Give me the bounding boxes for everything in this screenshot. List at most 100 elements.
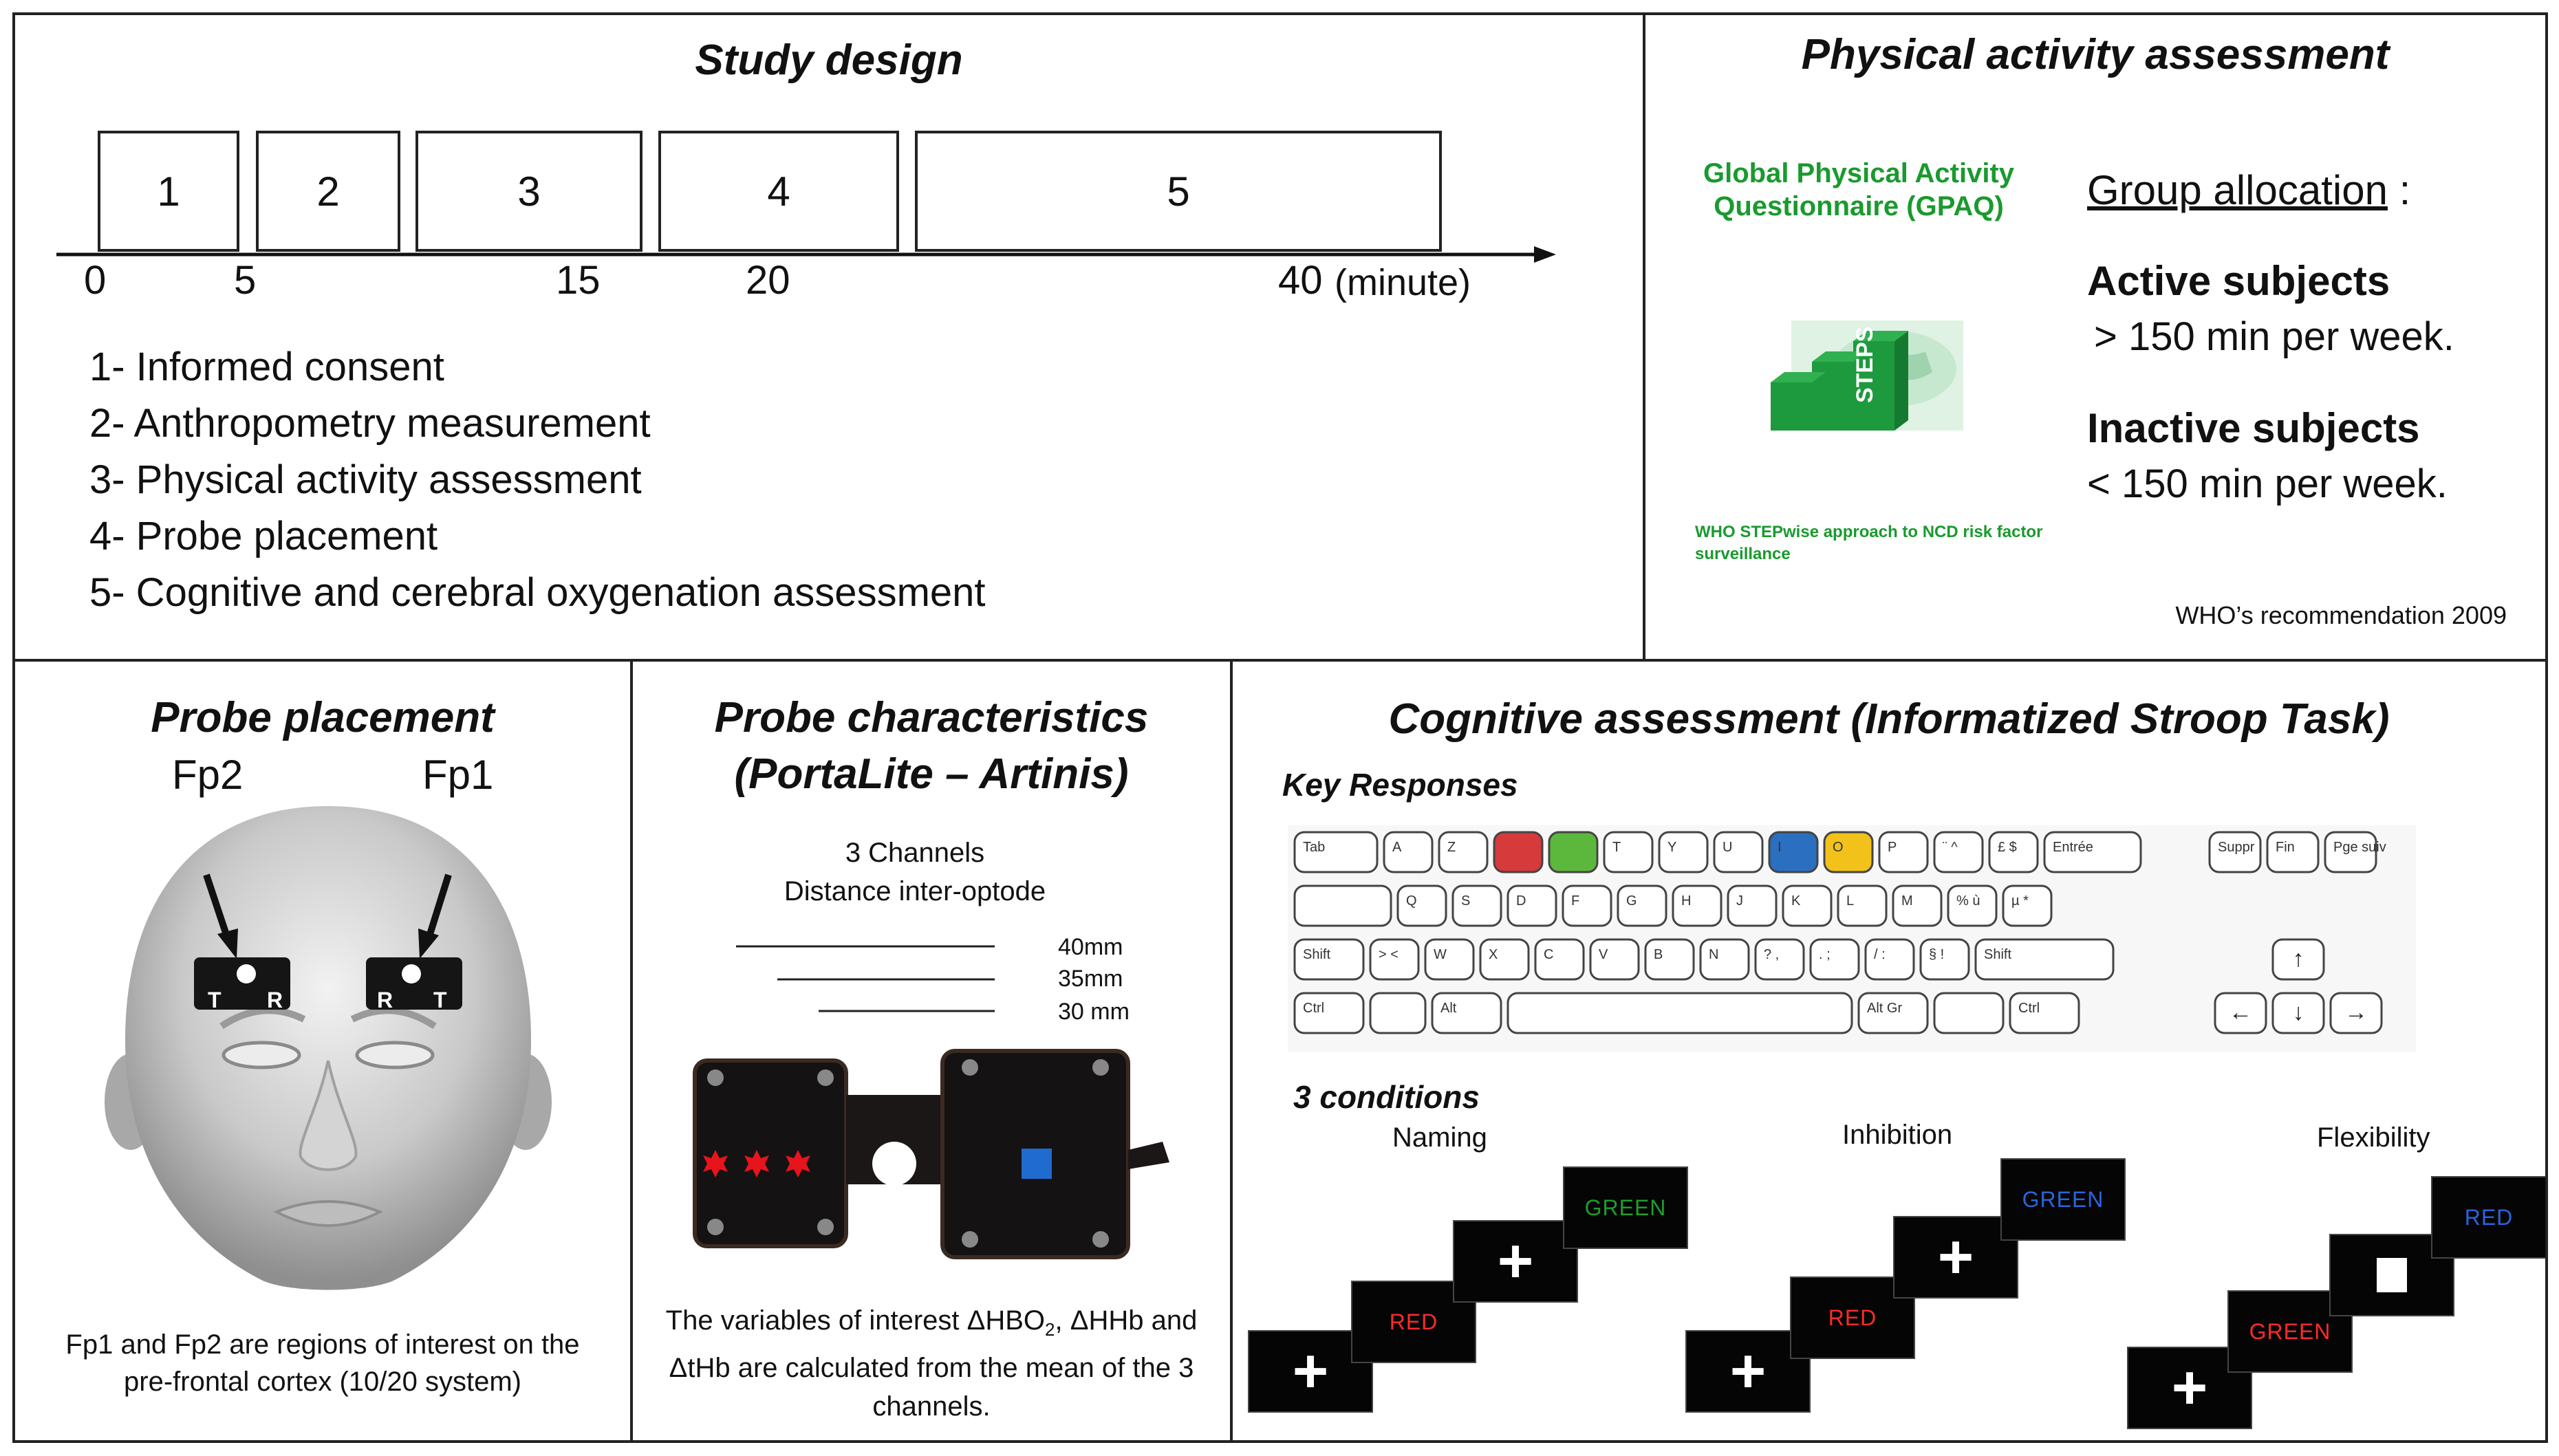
step-box-5: 5 [915,131,1442,252]
tick-40: 40 [1278,258,1323,303]
legend-item-4: 4- Probe placement [89,514,438,558]
legend-item-1: 1- Informed consent [89,345,444,389]
study-design-title: Study design [695,36,963,84]
timeline-axis [56,246,1556,263]
keyboard-key-label: £ $ [1998,840,2017,855]
keyboard-key-label: N [1709,947,1718,962]
keyboard-key-label: W [1434,947,1447,962]
keyboard-key: O [1823,831,1874,873]
distance-lines [736,945,995,1012]
keyboard-key: B [1644,938,1695,981]
keyboard-key: Suppr [2208,831,2262,873]
probe-letter-r-left: R [267,988,283,1012]
keyboard-key: A [1383,831,1434,873]
keyboard-key-label: Tab [1303,840,1325,855]
inhibition-fixation-card-2: + [1893,1216,2018,1299]
portalite-probe-image [688,1047,1169,1267]
keyboard-key: Alt [1431,992,1502,1034]
keyboard-key: S [1451,884,1502,927]
time-unit: (minute) [1335,262,1471,303]
keyboard-key: Alt Gr [1857,992,1929,1034]
probe-characteristics-panel: Probe characteristics (PortaLite – Artin… [630,659,1233,1443]
group-allocation-label: Group allocation [2087,167,2388,213]
keyboard-key-label: Suppr [2218,840,2255,855]
keyboard-key: V [1589,938,1640,981]
keyboard-key-label: P [1888,840,1897,855]
keyboard-key [1493,831,1544,873]
step-box-4: 4 [658,131,899,252]
plus-icon: + [2171,1354,2208,1422]
keyboard-key: . ; [1809,938,1860,981]
keyboard-key: > < [1369,938,1420,981]
keyboard-key-label: ¨ ^ [1943,840,1958,855]
keyboard-key: ¨ ^ [1933,831,1984,873]
keyboard-key: µ * [2002,884,2053,927]
step-box-3: 3 [415,131,643,252]
probe-placement-title: Probe placement [151,694,495,741]
condition-naming-label: Naming [1392,1122,1487,1153]
keyboard-key-label: F [1571,893,1579,909]
distance-35mm: 35mm [1058,966,1123,992]
fp1-label: Fp1 [422,752,494,798]
keyboard-key: Y [1658,831,1709,873]
legend-item-5: 5- Cognitive and cerebral oxygenation as… [89,570,986,615]
keyboard-key-label: / : [1874,947,1886,962]
who-recommendation-source: WHO’s recommendation 2009 [2175,601,2507,629]
keyboard-key [1369,992,1427,1034]
plus-icon: + [1497,1227,1534,1296]
keyboard-key: W [1424,938,1475,981]
keyboard-key [2214,992,2267,1034]
active-subjects-value: > 150 min per week. [2094,314,2454,359]
keyboard-key: Entrée [2043,831,2142,873]
tick-20: 20 [746,258,790,303]
steps-logo: STEPS [1771,320,1963,431]
keyboard-key: T [1603,831,1654,873]
plus-icon: + [1729,1337,1767,1406]
keyboard-key: L [1837,884,1888,927]
keyboard-key-label: Alt Gr [1867,1001,1902,1016]
keyboard-key-label: Shift [1303,947,1330,962]
keyboard-key-label: J [1736,893,1743,909]
keyboard-key: J [1727,884,1778,927]
step-label: 4 [767,168,790,215]
inhibition-word-card-2: GREEN [2000,1158,2126,1241]
distance-40mm: 40mm [1058,934,1123,960]
flexibility-word-card-2: RED [2431,1176,2545,1259]
keyboard-key: Q [1396,884,1447,927]
keyboard-key-label: M [1901,893,1913,909]
keyboard-key: Z [1438,831,1489,873]
distance-text: Distance inter-optode [784,876,1046,906]
keyboard-key-label: C [1544,947,1553,962]
keyboard-key-label: % ù [1956,893,1980,909]
step-box-1: 1 [98,131,239,252]
keyboard-key-label: Shift [1984,947,2011,962]
keyboard-key-label: U [1723,840,1732,855]
fp2-label: Fp2 [172,752,244,798]
keyboard-key-label: Alt [1440,1001,1457,1016]
keyboard-key-label: . ; [1819,947,1831,962]
flexibility-word-2: RED [2464,1204,2514,1230]
probe-placement-panel: Probe placement Fp2 Fp1 [12,659,633,1443]
inactive-subjects-label: Inactive subjects [2087,405,2420,451]
keyboard-key: D [1507,884,1557,927]
keyboard-key-label: K [1791,893,1801,909]
arrow-key-icon: → [2344,999,2368,1025]
tick-15: 15 [556,258,601,303]
keyboard-key: X [1479,938,1530,981]
active-subjects-label: Active subjects [2087,258,2390,304]
tick-0: 0 [84,258,107,303]
keyboard-key-label: H [1681,893,1691,909]
caption-line-1: Fp1 and Fp2 are regions of interest on t… [65,1329,580,1360]
keyboard-key-label: S [1461,893,1470,909]
keyboard-key: P [1878,831,1929,873]
plus-icon: + [1937,1223,1974,1292]
who-caption-line-2: surveillance [1695,545,1791,563]
keyboard-key: ? , [1754,938,1805,981]
probe-char-title-1: Probe characteristics [714,694,1149,741]
keyboard-key-label: G [1626,893,1637,909]
naming-word-1: RED [1389,1309,1438,1334]
step-label: 2 [316,168,340,215]
physical-activity-title: Physical activity assessment [1801,31,2390,78]
naming-word-2: GREEN [1584,1195,1667,1220]
caption-line-1: The variables of interest ΔHBO2, ΔHHb an… [633,1301,1230,1349]
